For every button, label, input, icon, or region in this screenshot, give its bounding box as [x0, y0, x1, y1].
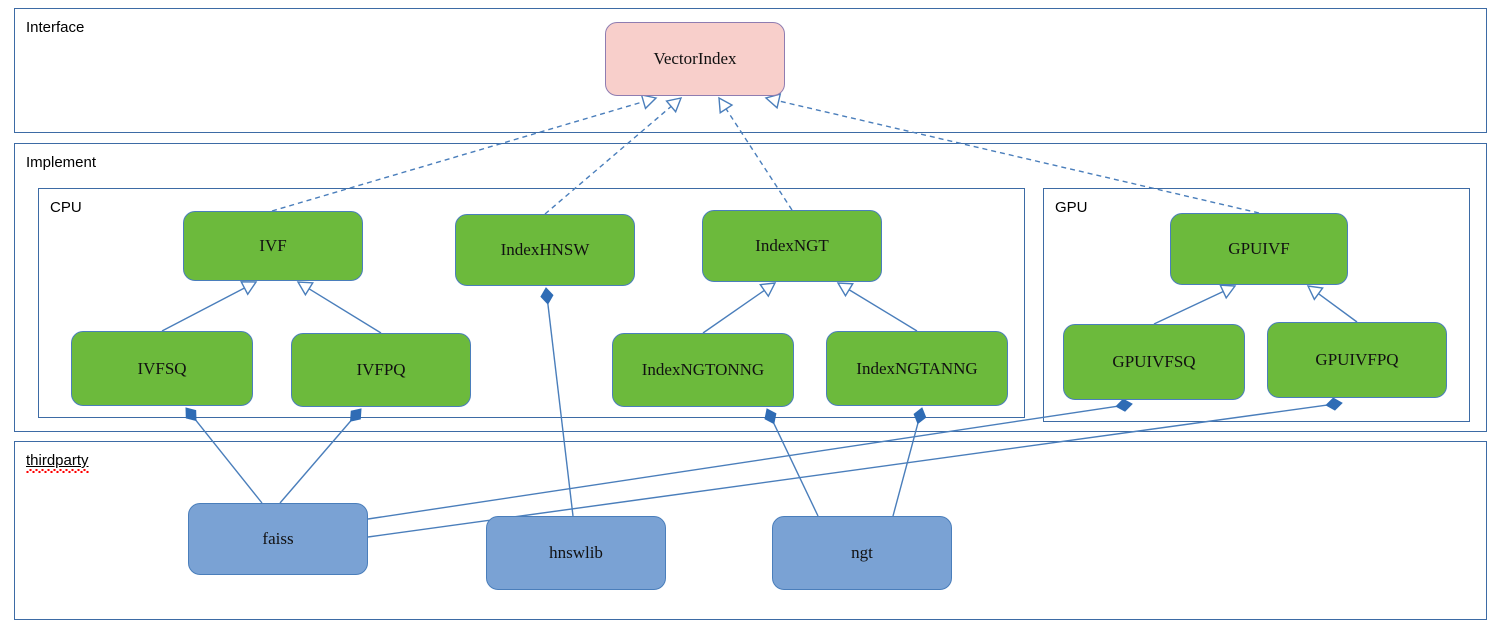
- node-faiss[interactable]: faiss: [188, 503, 368, 575]
- group-label-interface: Interface: [26, 19, 85, 36]
- node-hnswlib[interactable]: hnswlib: [486, 516, 666, 590]
- node-label-hnswlib: hnswlib: [549, 543, 603, 562]
- node-label-indexngtanng: IndexNGTANNG: [856, 358, 978, 378]
- node-gpuivfpq[interactable]: GPUIVFPQ: [1267, 322, 1447, 398]
- node-ivfsq[interactable]: IVFSQ: [71, 331, 253, 406]
- node-ivf[interactable]: IVF: [183, 211, 363, 281]
- group-label-cpu: CPU: [50, 199, 82, 216]
- node-indexngtonng[interactable]: IndexNGTONNG: [612, 333, 794, 407]
- node-ngt[interactable]: ngt: [772, 516, 952, 590]
- node-label-faiss: faiss: [262, 529, 294, 548]
- node-label-gpuivfpq: GPUIVFPQ: [1315, 350, 1399, 369]
- node-label-indexngtonng: IndexNGTONNG: [641, 360, 765, 379]
- node-label-ivf: IVF: [259, 236, 287, 255]
- node-indexngt[interactable]: IndexNGT: [702, 210, 882, 282]
- node-label-vectorindex: VectorIndex: [653, 49, 737, 68]
- node-label-gpuivf: GPUIVF: [1228, 239, 1290, 258]
- node-label-ivfsq: IVFSQ: [137, 358, 187, 378]
- group-label-text-thirdparty: thirdparty: [26, 452, 89, 469]
- group-label-thirdparty: thirdparty: [26, 452, 89, 473]
- node-gpuivfsq[interactable]: GPUIVFSQ: [1063, 324, 1245, 400]
- spellcheck-squiggle-icon: [26, 469, 89, 473]
- node-indexhnsw[interactable]: IndexHNSW: [455, 214, 635, 286]
- node-label-gpuivfsq: GPUIVFSQ: [1112, 352, 1196, 371]
- node-label-indexhnsw: IndexHNSW: [500, 240, 590, 259]
- node-ivfpq[interactable]: IVFPQ: [291, 333, 471, 407]
- node-label-ivfpq: IVFPQ: [356, 360, 406, 379]
- group-label-implement: Implement: [26, 154, 97, 171]
- group-label-gpu: GPU: [1055, 199, 1088, 216]
- node-label-ngt: ngt: [851, 543, 873, 562]
- node-label-indexngt: IndexNGT: [755, 236, 829, 255]
- node-indexngtanng[interactable]: IndexNGTANNG: [826, 331, 1008, 406]
- node-gpuivf[interactable]: GPUIVF: [1170, 213, 1348, 285]
- node-vectorindex[interactable]: VectorIndex: [605, 22, 785, 96]
